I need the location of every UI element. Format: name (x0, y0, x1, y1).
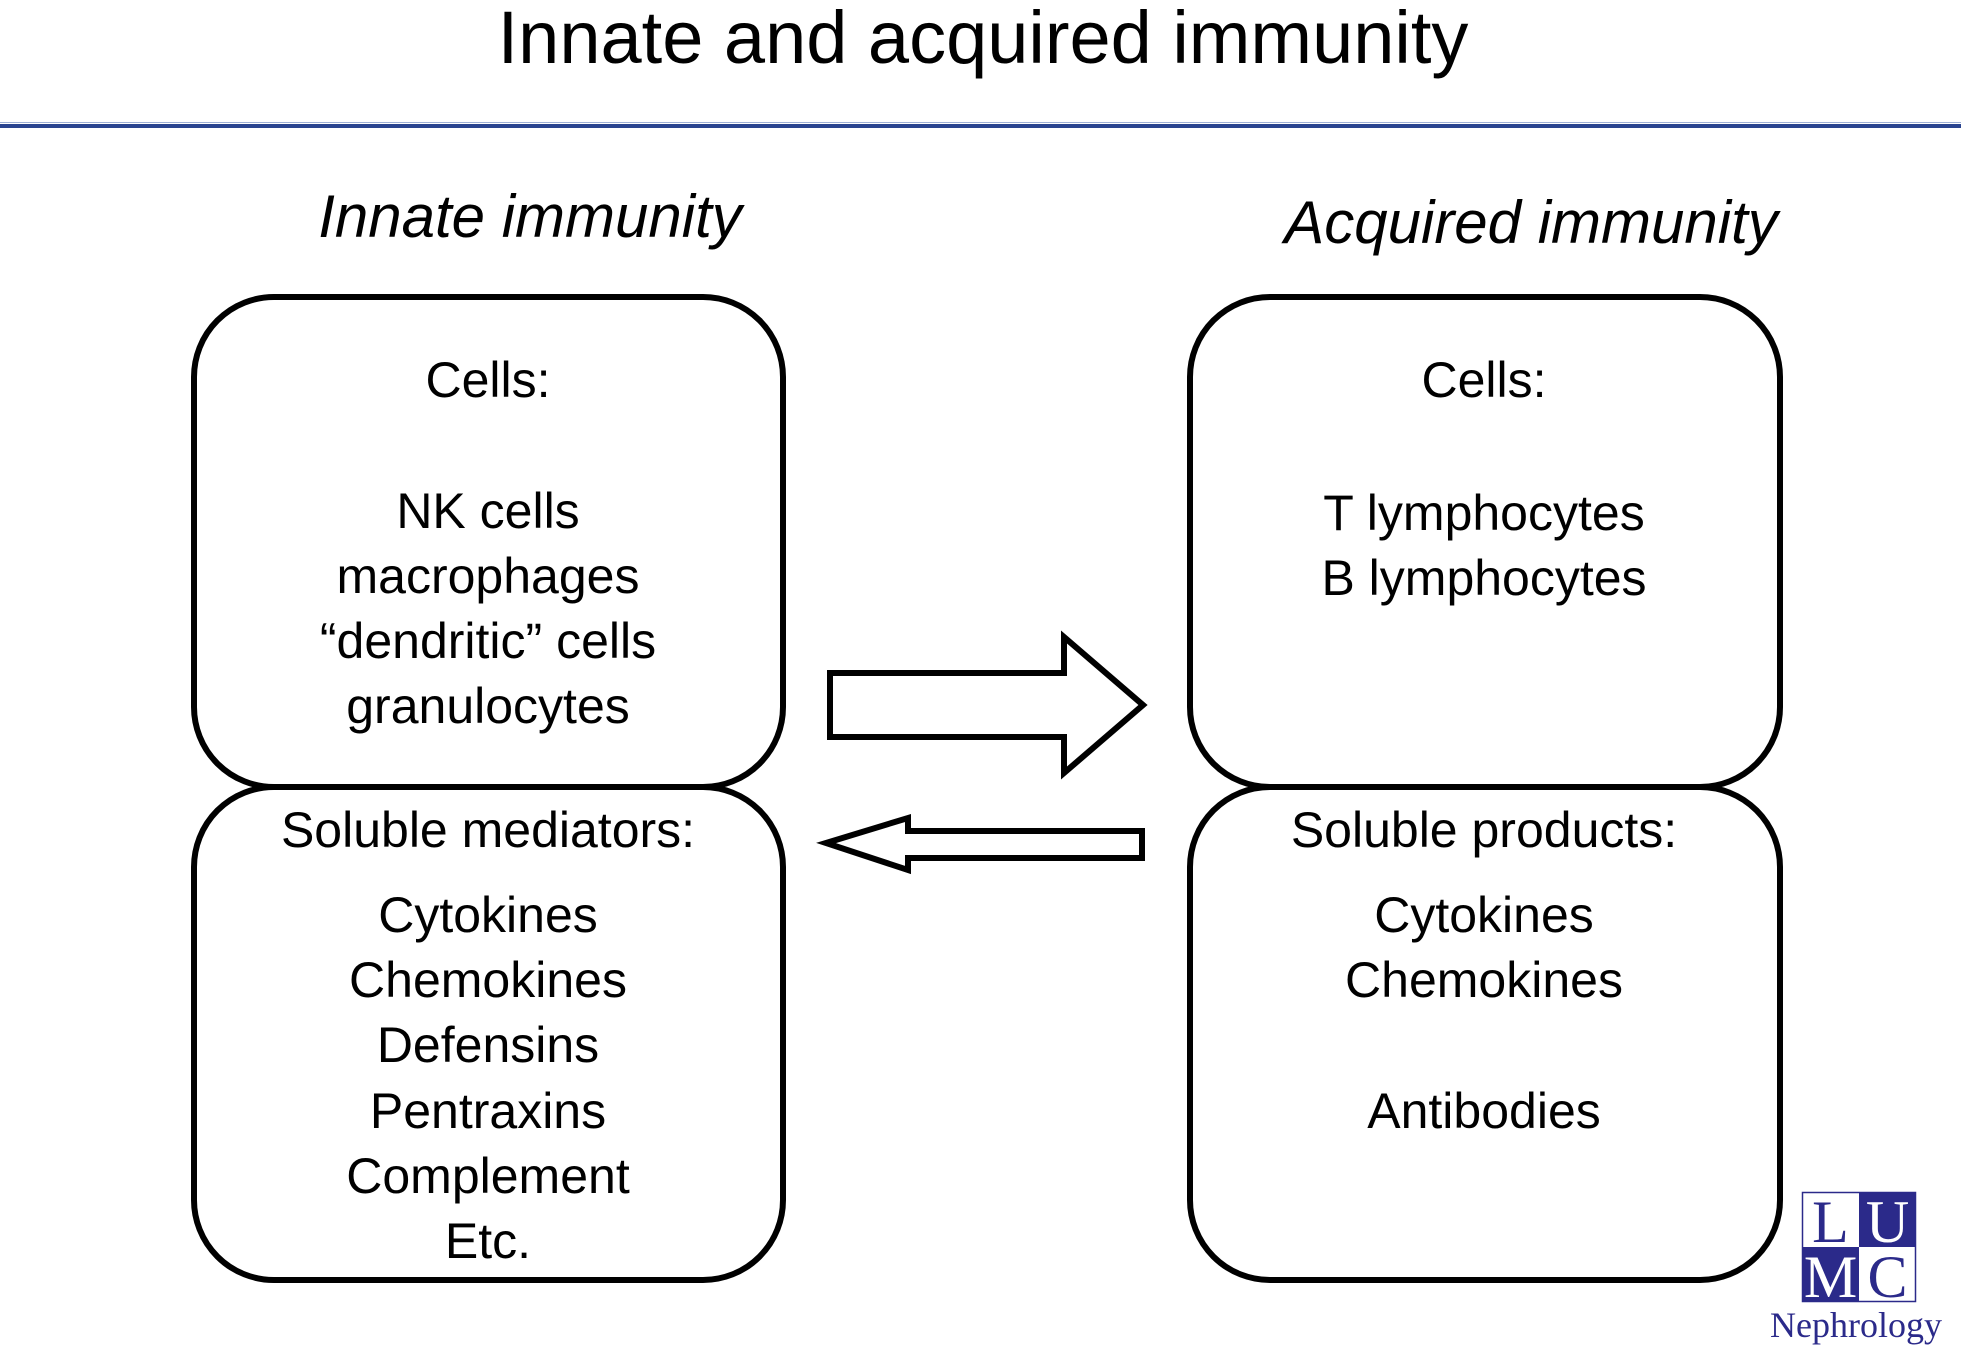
innate-cell-item: “dendritic” cells (320, 613, 656, 669)
innate-cell-item: macrophages (337, 548, 640, 604)
logo-cell-m (1802, 1247, 1859, 1302)
innate-immunity-heading: Innate immunity (318, 183, 746, 250)
innate-soluble-item: Cytokines (378, 887, 598, 943)
acquired-soluble-label: Soluble products: (1291, 802, 1677, 858)
logo-letter-l: L (1812, 1189, 1849, 1255)
acquired-soluble-box: Soluble products: Cytokines Chemokines A… (1187, 784, 1783, 1283)
logo-letter-c: C (1867, 1244, 1907, 1310)
innate-cell-item: granulocytes (346, 678, 630, 734)
logo-letter-m: M (1804, 1244, 1857, 1310)
acquired-cells-box: Cells: T lymphocytes B lymphocytes (1187, 294, 1783, 790)
acquired-soluble-item: Cytokines (1374, 887, 1594, 943)
innate-soluble-item: Etc. (445, 1213, 531, 1269)
header-divider-highlight (0, 122, 1961, 123)
innate-cells-box: Cells: NK cells macrophages “dendritic” … (191, 294, 786, 790)
acquired-immunity-heading: Acquired immunity (1281, 189, 1782, 256)
innate-soluble-box: Soluble mediators: Cytokines Chemokines … (191, 784, 786, 1283)
innate-soluble-item: Defensins (377, 1017, 599, 1073)
lumc-logo: L U M C Nephrology (1770, 1189, 1942, 1345)
header-divider (0, 124, 1961, 128)
logo-cell-u (1859, 1192, 1916, 1247)
innate-soluble-item: Pentraxins (370, 1083, 606, 1139)
acquired-cell-item: T lymphocytes (1323, 485, 1644, 541)
innate-soluble-label: Soluble mediators: (281, 802, 695, 858)
left-arrow-icon (816, 813, 1145, 875)
innate-soluble-box-outline (191, 784, 786, 1283)
acquired-cells-label: Cells: (1421, 352, 1546, 408)
innate-soluble-item: Complement (346, 1148, 630, 1204)
acquired-soluble-item: Antibodies (1367, 1083, 1601, 1139)
acquired-cell-item: B lymphocytes (1321, 550, 1646, 606)
slide-title: Innate and acquired immunity (498, 0, 1469, 79)
innate-cell-item: NK cells (396, 483, 579, 539)
acquired-soluble-box-outline (1187, 784, 1783, 1283)
innate-soluble-item: Chemokines (349, 952, 627, 1008)
logo-subtitle: Nephrology (1770, 1305, 1942, 1345)
innate-cells-label: Cells: (425, 352, 550, 408)
acquired-soluble-item: Chemokines (1345, 952, 1623, 1008)
logo-frame (1801, 1191, 1917, 1303)
right-arrow-icon (827, 630, 1148, 780)
logo-letter-u: U (1866, 1189, 1909, 1255)
